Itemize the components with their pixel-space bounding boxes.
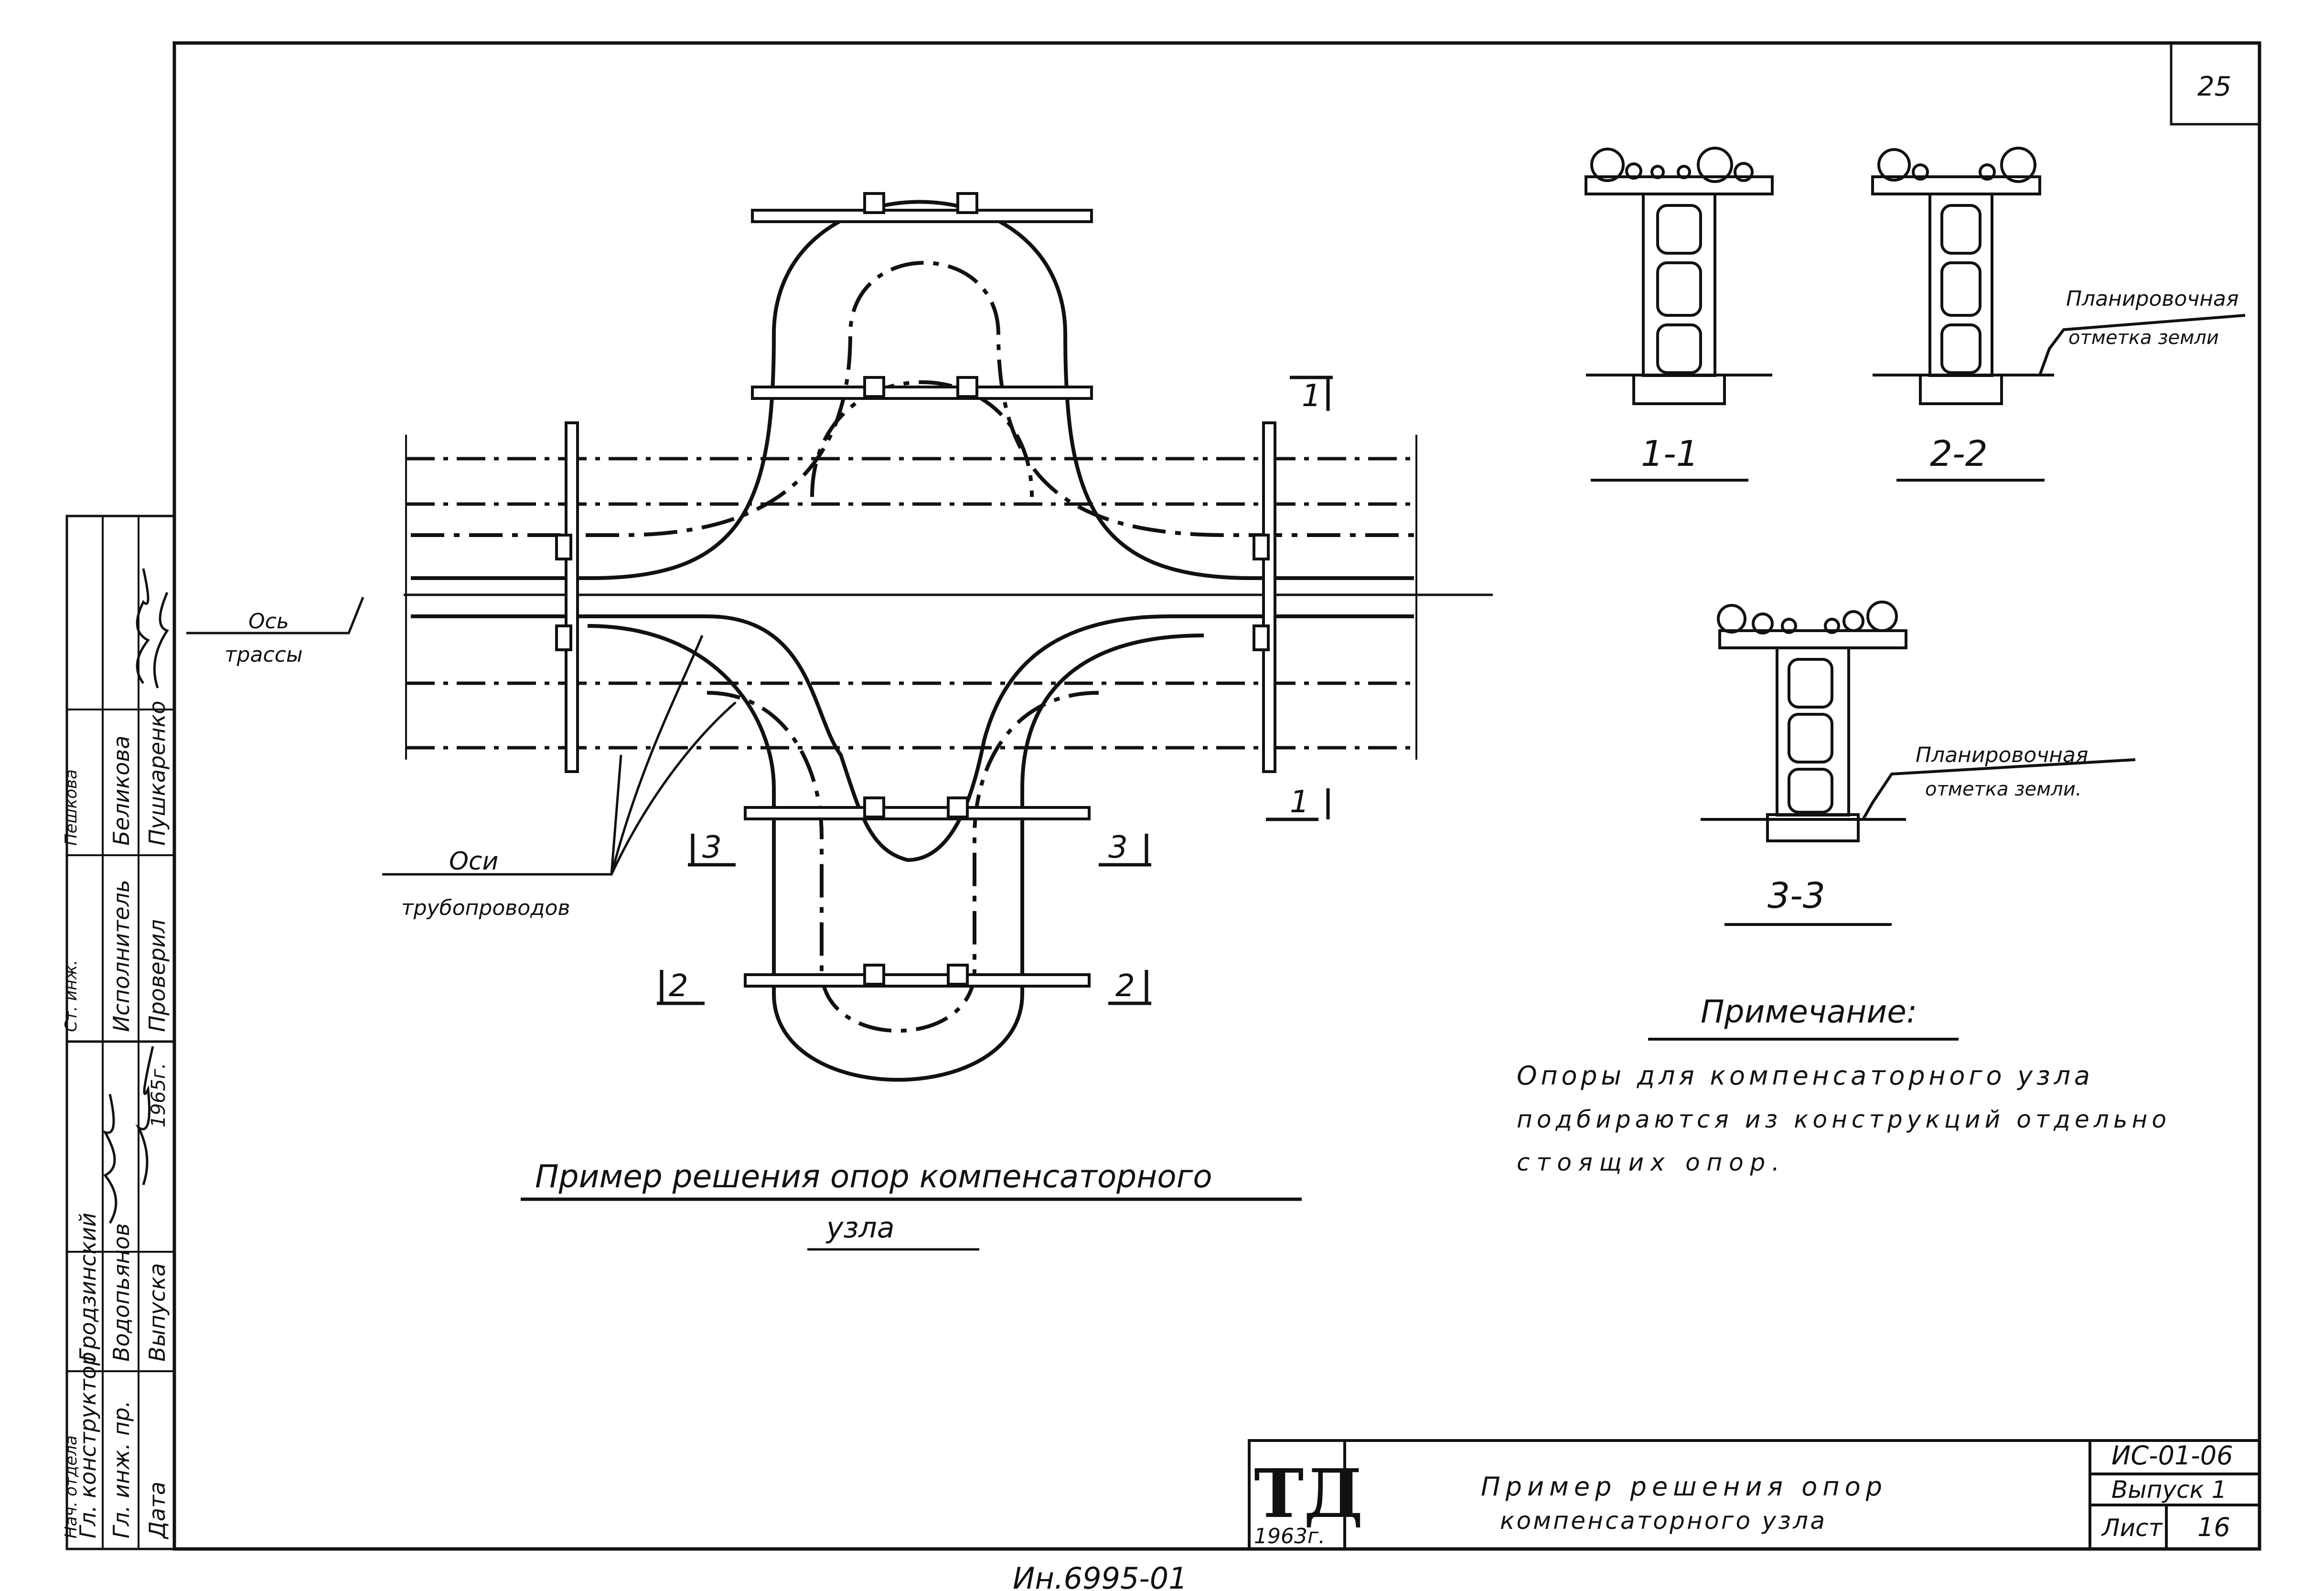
stamp-r-name-2: Пушкаренко — [144, 701, 170, 846]
stamp-role-2: Гл. инж. пр. — [108, 1400, 134, 1538]
beam-top-1 — [751, 209, 1093, 223]
archive-number: Ин.6995-01 — [1013, 1561, 1188, 1591]
section-2-2 — [1871, 147, 2246, 405]
section-3-3-ground-2: отметка земли. — [1925, 778, 2082, 800]
cut-mark-labels: 1 1 3 3 2 2 — [669, 378, 1321, 1004]
beam-right — [1262, 421, 1276, 773]
section-3-3-title: 3-3 — [1767, 875, 1825, 916]
sheet-label: Лист — [2101, 1514, 2163, 1542]
section-2-2-ground-2: отметка земли — [2068, 327, 2219, 349]
route-axis-label-2: трассы — [225, 643, 303, 667]
title-block — [1248, 1439, 2261, 1550]
page-number: 25 — [2197, 71, 2231, 102]
section-3-3 — [1701, 601, 2136, 842]
cut-1-bottom: 1 — [1290, 785, 1309, 820]
pipe-axes-label-1: Оси — [449, 847, 498, 876]
stamp-r-role-1: Исполнитель — [108, 880, 134, 1032]
cut-marks — [657, 376, 1333, 1005]
sheet-value: 16 — [2197, 1512, 2230, 1542]
note-line2: подбираются из конструкций отдельно — [1517, 1106, 2166, 1133]
main-title-line1: Пример решения опор компенсаторного — [535, 1158, 1212, 1195]
title-block-line2: компенсаторного узла — [1500, 1507, 1825, 1535]
signatures — [102, 568, 169, 1224]
document-code: ИС-01-06 — [2111, 1440, 2233, 1471]
section-1-1 — [1585, 147, 1774, 405]
td-logo: ТД — [1254, 1455, 1363, 1533]
route-axis-label-1: Ось — [248, 609, 289, 634]
stamp-r-name-1: Беликова — [108, 736, 134, 846]
stamp-name-1: Гродзинский — [75, 1213, 101, 1362]
compensator-pipes — [411, 200, 1414, 1082]
stamp-role-3: Дата — [144, 1482, 170, 1539]
side-stamp-text: Дата Выпуска Гл. инж. пр. Водопьянов Гл.… — [62, 701, 170, 1539]
stamp-name-3: Выпуска — [144, 1263, 170, 1362]
stamp-role-0: Нач. отдела — [62, 1435, 81, 1538]
section-2-2-title: 2-2 — [1930, 433, 1988, 474]
cut-2-right: 2 — [1115, 968, 1135, 1004]
stamp-r-role-2: Проверил — [144, 919, 170, 1032]
main-title-line2: узла — [825, 1211, 895, 1245]
stamp-name-2: Водопьянов — [108, 1223, 134, 1362]
stamp-r-name-0: Пешкова — [62, 769, 81, 846]
section-1-1-title: 1-1 — [1641, 433, 1699, 474]
td-logo-year: 1963г. — [1254, 1524, 1325, 1548]
issue-number: Выпуск 1 — [2111, 1476, 2227, 1504]
cut-3-right: 3 — [1108, 830, 1128, 865]
title-block-line1: Пример решения опор — [1481, 1472, 1882, 1502]
beam-bottom-1 — [744, 806, 1091, 820]
beam-top-2 — [751, 386, 1093, 400]
stamp-role-1: Гл. конструктор — [75, 1352, 101, 1538]
stamp-r-role-0: Ст. инж. — [62, 960, 81, 1032]
pipe-axes-label-2: трубопроводов — [401, 896, 570, 920]
side-stamp — [65, 515, 176, 1550]
section-2-2-ground-1: Планировочная — [2066, 287, 2238, 311]
cut-1-top: 1 — [1302, 378, 1321, 414]
beam-bottom-2 — [744, 973, 1091, 988]
stamp-year: 1965г. — [148, 1063, 170, 1128]
cut-3-left: 3 — [702, 830, 722, 865]
note-heading: Примечание: — [1701, 993, 1917, 1030]
cut-2-left: 2 — [669, 968, 688, 1004]
beam-left — [565, 421, 579, 773]
note-line1: Опоры для компенсаторного узла — [1517, 1061, 2090, 1091]
support-beams — [555, 192, 1276, 988]
leaders — [186, 597, 737, 876]
section-3-3-ground-1: Планировочная — [1916, 743, 2088, 767]
note-line3: стоящих опор. — [1517, 1149, 1779, 1176]
